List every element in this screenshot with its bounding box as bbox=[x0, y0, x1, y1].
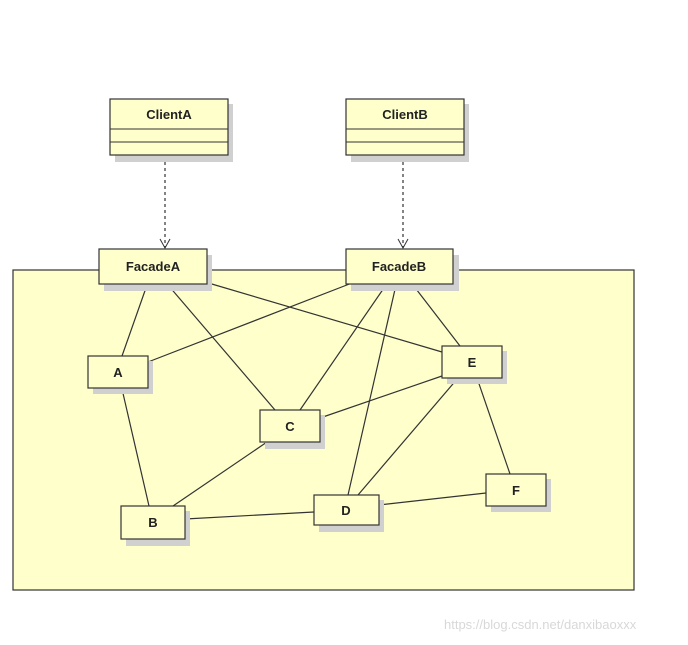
client-b-label: ClientB bbox=[382, 107, 428, 122]
association-facadeA-to-E bbox=[204, 281, 443, 353]
association-facadeA-to-A bbox=[121, 284, 148, 357]
subsystem-a-node: A bbox=[87, 355, 153, 394]
association-B-to-C bbox=[172, 441, 268, 507]
subsystem-b-label: B bbox=[148, 515, 157, 530]
association-facadeB-to-A bbox=[147, 282, 353, 363]
facade-a-node: FacadeA bbox=[98, 248, 212, 291]
subsystem-e-box bbox=[441, 345, 503, 379]
subsystem-d-node: D bbox=[313, 494, 384, 532]
association-C-to-E bbox=[319, 375, 443, 419]
facade-b-label: FacadeB bbox=[372, 259, 426, 274]
facade-b-node: FacadeB bbox=[345, 248, 459, 291]
client-a-class: ClientA bbox=[109, 98, 233, 162]
subsystem-c-box bbox=[259, 409, 321, 443]
subsystem-d-box bbox=[313, 494, 380, 526]
subsystem-d-label: D bbox=[341, 503, 350, 518]
association-E-to-F bbox=[476, 377, 511, 475]
association-A-to-B bbox=[121, 388, 150, 507]
client-b-box bbox=[345, 98, 465, 156]
client-a-box bbox=[109, 98, 229, 156]
association-D-to-F bbox=[378, 492, 487, 506]
association-facadeB-to-E bbox=[412, 284, 461, 347]
association-facadeB-to-D bbox=[347, 284, 397, 496]
subsystem-b-box bbox=[120, 505, 186, 540]
facade-b-box bbox=[345, 248, 454, 285]
subsystem-a-label: A bbox=[113, 365, 123, 380]
subsystem-b-node: B bbox=[120, 505, 190, 546]
subsystem-c-label: C bbox=[285, 419, 295, 434]
association-B-to-D bbox=[184, 511, 315, 520]
subsystem-f-label: F bbox=[512, 483, 520, 498]
connection-lines bbox=[121, 156, 511, 520]
client-a-label: ClientA bbox=[146, 107, 192, 122]
association-facadeA-to-C bbox=[167, 284, 276, 411]
facade-a-box bbox=[98, 248, 208, 285]
subsystem-e-node: E bbox=[441, 345, 507, 384]
facade-a-label: FacadeA bbox=[126, 259, 181, 274]
subsystem-f-box bbox=[485, 473, 547, 507]
subsystem-c-node: C bbox=[259, 409, 325, 449]
subsystem-f-node: F bbox=[485, 473, 551, 512]
client-b-class: ClientB bbox=[345, 98, 469, 162]
watermark-text: https://blog.csdn.net/danxibaoxxx bbox=[444, 617, 637, 632]
subsystem-e-label: E bbox=[468, 355, 477, 370]
association-facadeB-to-C bbox=[299, 284, 387, 411]
association-D-to-E bbox=[357, 377, 459, 496]
subsystem-a-box bbox=[87, 355, 149, 389]
